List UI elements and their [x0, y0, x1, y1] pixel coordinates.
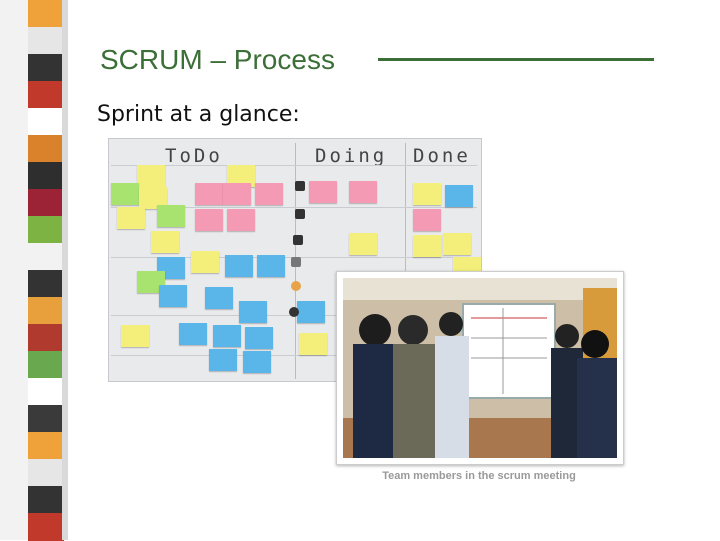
sticky-note — [157, 205, 185, 227]
stripe-segment — [28, 189, 64, 217]
avatar-magnet — [295, 209, 305, 219]
sticky-note — [413, 183, 441, 205]
sticky-note — [413, 209, 441, 231]
team-meeting-photo — [336, 271, 624, 465]
stripe-segment — [28, 324, 64, 352]
row-divider — [111, 165, 477, 166]
stripe-segment — [28, 54, 64, 82]
stripe-segment — [28, 378, 64, 406]
stripe-segment — [28, 135, 64, 163]
stripe-segment — [28, 405, 64, 433]
stripe-segment — [28, 270, 64, 298]
stripe-segment — [28, 216, 64, 244]
photo-caption: Team members in the scrum meeting — [382, 470, 576, 482]
sticky-note — [297, 301, 325, 323]
stripe-segment — [28, 459, 64, 487]
sticky-note — [227, 165, 255, 187]
avatar-magnet — [293, 235, 303, 245]
avatar-magnet — [291, 257, 301, 267]
sticky-note — [255, 183, 283, 205]
sticky-note — [151, 231, 179, 253]
column-header-done: Done — [413, 145, 471, 167]
sticky-note — [239, 301, 267, 323]
sticky-note — [205, 287, 233, 309]
sticky-note — [195, 209, 223, 231]
sticky-note — [137, 165, 165, 187]
stripe-segment — [28, 513, 64, 541]
stripe-segment — [28, 81, 64, 109]
sticky-note — [117, 207, 145, 229]
sticky-note — [349, 181, 377, 203]
stripe-segment — [28, 486, 64, 514]
scrum-board-photo: ToDo Doing Done — [108, 138, 482, 382]
column-header-doing: Doing — [315, 145, 388, 167]
sticky-note — [299, 333, 327, 355]
sticky-note — [179, 323, 207, 345]
avatar-magnet — [295, 181, 305, 191]
sticky-note — [225, 255, 253, 277]
avatar-magnet — [289, 307, 299, 317]
stripe-segment — [28, 351, 64, 379]
column-header-todo: ToDo — [165, 145, 223, 167]
sticky-note — [243, 351, 271, 373]
sticky-note — [191, 251, 219, 273]
sticky-note — [309, 181, 337, 203]
sticky-note — [159, 285, 187, 307]
row-divider — [111, 207, 477, 208]
photo-image — [343, 278, 617, 458]
sticky-note — [195, 183, 223, 205]
stripe-segment — [28, 108, 64, 136]
sticky-note — [139, 187, 167, 209]
stripe-segment — [28, 297, 64, 325]
stripe-segment — [28, 27, 64, 55]
stripe-segment — [28, 0, 64, 28]
sticky-note — [349, 233, 377, 255]
meeting-scene — [343, 278, 617, 458]
column-divider — [405, 143, 406, 379]
slide-title: SCRUM – Process — [100, 44, 335, 75]
slide-subtitle: Sprint at a glance: — [97, 102, 300, 127]
sticky-note — [445, 185, 473, 207]
stripe-segment — [28, 432, 64, 460]
avatar-magnet — [291, 281, 301, 291]
sticky-note — [223, 183, 251, 205]
row-divider — [111, 355, 477, 356]
sticky-note — [227, 209, 255, 231]
stripe-shadow — [62, 0, 68, 540]
sticky-note — [213, 325, 241, 347]
sticky-note — [413, 235, 441, 257]
stripe-segment — [28, 243, 64, 271]
sticky-note — [257, 255, 285, 277]
sticky-note — [209, 349, 237, 371]
sticky-note — [245, 327, 273, 349]
title-rule — [378, 58, 654, 61]
sticky-note — [137, 271, 165, 293]
sticky-note — [443, 233, 471, 255]
stripe-segment — [28, 162, 64, 190]
sticky-note — [121, 325, 149, 347]
sticky-note — [111, 183, 139, 205]
